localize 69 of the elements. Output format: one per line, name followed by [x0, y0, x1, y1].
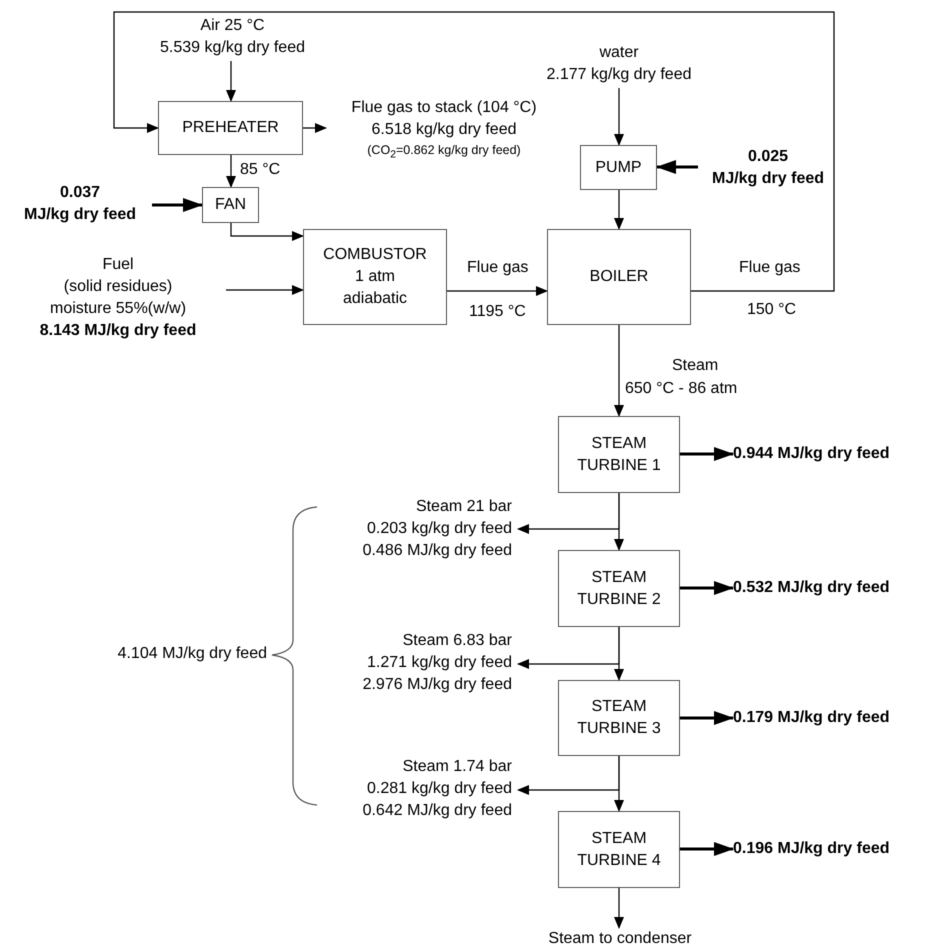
box-label: STEAM TURBINE 3 — [576, 697, 662, 739]
edge-label: Flue gas — [465, 258, 530, 278]
stream-label: water — [598, 43, 640, 63]
edge-label: Flue gas — [737, 258, 802, 278]
stream-label: Flue gas to stack (104 °C) — [350, 98, 538, 118]
box-label: PREHEATER — [182, 118, 279, 138]
power-arrow — [680, 447, 734, 461]
power-arrow — [152, 198, 203, 212]
process-box — [558, 680, 680, 756]
energy-value: MJ/kg dry feed — [710, 169, 826, 189]
process-box — [547, 229, 691, 325]
energy-value: MJ/kg dry feed — [22, 205, 138, 225]
stream-label: Steam 6.83 bar — [402, 631, 512, 651]
stream-label: 0.281 kg/kg dry feed — [366, 779, 512, 799]
box-label: COMBUSTOR 1 atm adiabatic — [322, 245, 428, 309]
process-box — [202, 187, 259, 223]
energy-value: 0.532 MJ/kg dry feed — [733, 577, 923, 599]
box-label: STEAM TURBINE 2 — [576, 568, 662, 610]
flow-arrow — [517, 627, 620, 669]
stream-label: 0.203 kg/kg dry feed — [366, 519, 512, 539]
box-label: PUMP — [595, 158, 642, 178]
box-label: STEAM TURBINE 1 — [576, 434, 662, 476]
stream-label: Steam to condenser — [530, 928, 710, 948]
stream-label: (CO$_{2}$=0.862 kg/kg dry feed) — [366, 142, 522, 162]
flow-arrow — [230, 223, 304, 241]
stream-label: 0.486 MJ/kg dry feed — [362, 541, 512, 561]
flow-arrow — [226, 61, 236, 102]
process-box — [580, 145, 657, 190]
flow-arrow — [614, 88, 624, 146]
power-arrow — [680, 842, 734, 856]
energy-value: 8.143 MJ/kg dry feed — [38, 321, 198, 341]
energy-value: 0.179 MJ/kg dry feed — [733, 707, 923, 729]
stream-label: 1.271 kg/kg dry feed — [366, 653, 512, 673]
energy-value: 0.196 MJ/kg dry feed — [733, 838, 923, 860]
flow-arrow — [303, 123, 327, 133]
flow-arrow — [614, 190, 624, 230]
stream-label: 0.642 MJ/kg dry feed — [362, 801, 512, 821]
flow-arrow — [614, 325, 624, 417]
process-box — [558, 550, 680, 627]
power-arrow — [656, 160, 698, 174]
flow-arrow — [517, 493, 620, 534]
box-label: STEAM TURBINE 4 — [576, 828, 662, 870]
flow-arrow — [226, 285, 304, 295]
process-box — [558, 416, 680, 493]
stream-label: 2.177 kg/kg dry feed — [546, 65, 692, 85]
stream-label: Steam 21 bar — [414, 497, 512, 517]
stream-label: 2.976 MJ/kg dry feed — [362, 675, 512, 695]
stream-label: moisture 55%(w/w) — [48, 299, 188, 319]
box-label: BOILER — [590, 267, 648, 287]
stream-label: Steam 1.74 bar — [402, 757, 512, 777]
energy-value: 0.944 MJ/kg dry feed — [733, 443, 923, 465]
stream-label: (solid residues) — [62, 277, 174, 297]
flow-arrow — [447, 286, 548, 296]
stream-label: Air 25 °C — [199, 16, 266, 36]
process-box — [158, 101, 303, 155]
box-label: FAN — [214, 195, 246, 215]
power-arrow — [680, 581, 734, 595]
process-box — [303, 229, 447, 325]
stream-label: 6.518 kg/kg dry feed — [370, 120, 518, 140]
flow-arrow — [517, 756, 620, 795]
process-box — [558, 811, 680, 888]
flow-arrow — [113, 11, 835, 292]
stream-label: 5.539 kg/kg dry feed — [159, 38, 306, 58]
stream-label: Fuel — [101, 255, 135, 275]
flow-arrow — [614, 888, 624, 929]
energy-value: 0.037 — [58, 183, 102, 203]
energy-value: 0.025 — [746, 147, 790, 167]
power-arrow — [680, 711, 734, 725]
flow-arrow — [226, 155, 236, 188]
